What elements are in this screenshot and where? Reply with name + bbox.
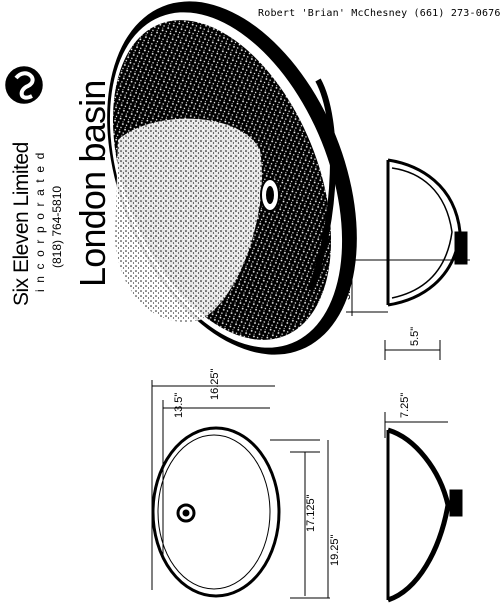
dim-top-inner-length: 17.125" [305, 494, 317, 532]
designer-credit: Robert 'Brian' McChesney (661) 273-0676 [258, 8, 501, 19]
side-profile-view [346, 158, 470, 360]
dim-side-bowl-depth: 5.5" [409, 327, 421, 346]
end-profile-view [384, 412, 463, 603]
dim-side-depth: 5.25" [341, 275, 353, 300]
top-plan-view [151, 380, 330, 599]
dim-top-outer-length: 19.25" [329, 534, 341, 566]
dim-end-depth: 7.25" [399, 393, 411, 418]
six-eleven-swirl-logo-icon [5, 66, 43, 104]
product-drawings: 5.25" 5.5" 13.5" 16.25" 17.125" 19.25" 7… [5, 1, 470, 603]
dim-top-outer-width: 16.25" [209, 368, 221, 400]
dim-top-inner-width: 13.5" [173, 393, 185, 418]
basin-photo [107, 1, 357, 355]
